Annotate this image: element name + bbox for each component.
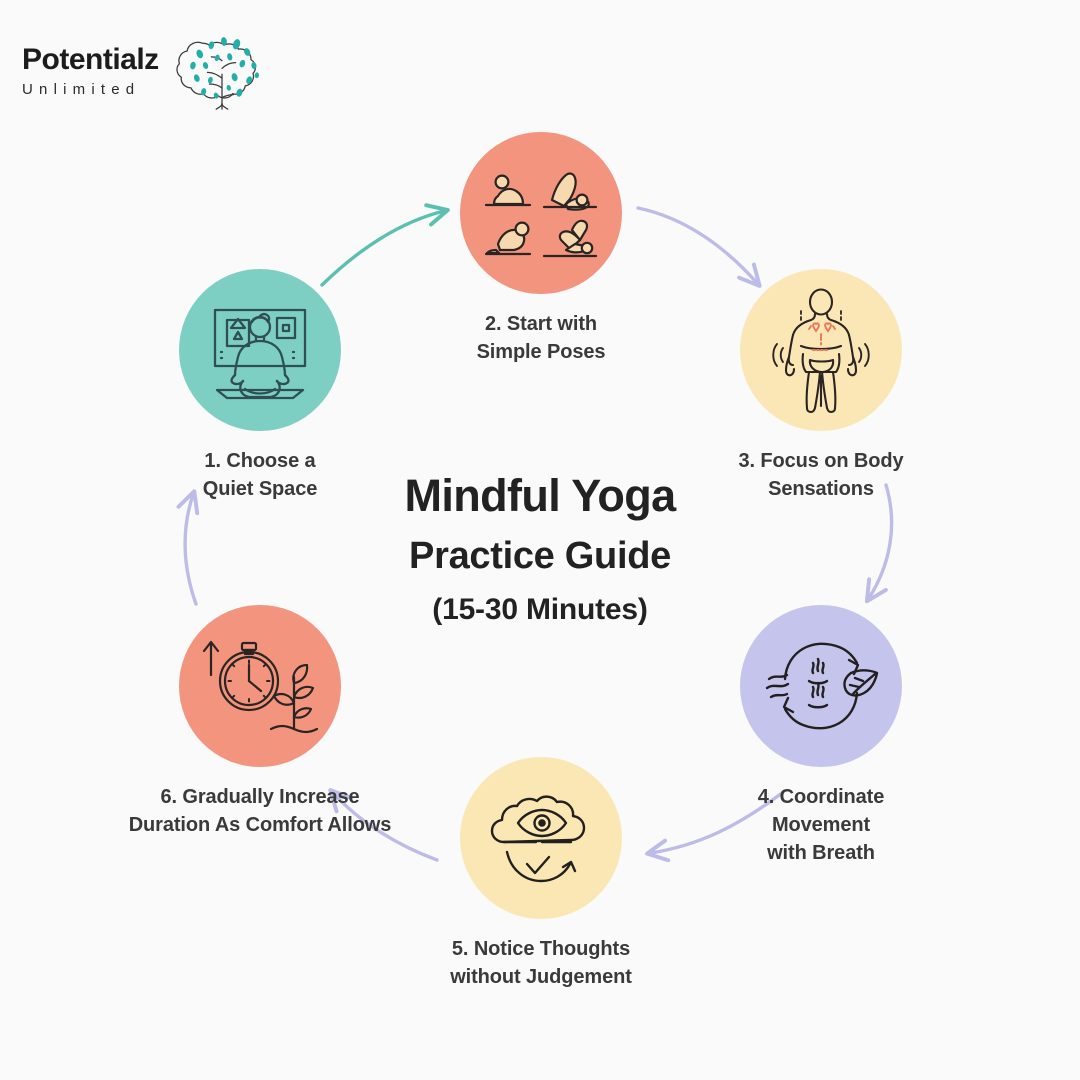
brand-logo: Potentialz Unlimited [22,22,271,114]
brain-icon [176,37,259,110]
step-4-label: 4. Coordinate Movement with Breath [757,786,885,864]
step-6-label: 6. Gradually Increase Duration As Comfor… [128,786,392,836]
arrow-6-to-1 [176,489,200,606]
step-5-label: 5. Notice Thoughts without Judgement [450,938,632,988]
cloud-eye-icon [490,795,586,883]
step-2-label: 2. Start with Simple Poses [476,313,606,363]
step-6-bubble [179,605,341,767]
meditating-person-icon [213,308,307,400]
step-4-bubble [740,605,902,767]
step-1-label: 1. Choose a Quiet Space [202,450,318,500]
step-2-bubble [460,132,622,294]
brand-wordmark: Potentialz Unlimited [22,39,159,98]
step-node-1[interactable]: 1. Choose a Quiet Space [130,269,390,503]
body-sensations-icon [772,288,870,414]
brand-name: Potentialz [22,43,159,76]
step-node-6[interactable]: 6. Gradually Increase Duration As Comfor… [129,605,391,839]
step-3-bubble [740,269,902,431]
brand-subtitle: Unlimited [22,81,141,98]
step-3-label: 3. Focus on Body Sensations [738,450,904,500]
step-node-3[interactable]: 3. Focus on Body Sensations [691,269,951,503]
page-title: Mindful Yoga Practice Guide (15-30 Minut… [280,470,800,627]
stopwatch-plant-icon [202,640,319,734]
breath-cycle-leaf-icon [765,642,879,730]
title-duration-note: (15-30 Minutes) [432,593,648,627]
title-main: Mindful Yoga [404,470,676,521]
step-node-2[interactable]: 2. Start with Simple Poses [411,132,671,366]
step-1-bubble [179,269,341,431]
title-sub: Practice Guide [409,534,671,577]
yoga-poses-icon [484,172,598,258]
step-node-4[interactable]: 4. Coordinate Movement with Breath [691,605,951,867]
step-node-5[interactable]: 5. Notice Thoughts without Judgement [411,757,671,991]
step-5-bubble [460,757,622,919]
